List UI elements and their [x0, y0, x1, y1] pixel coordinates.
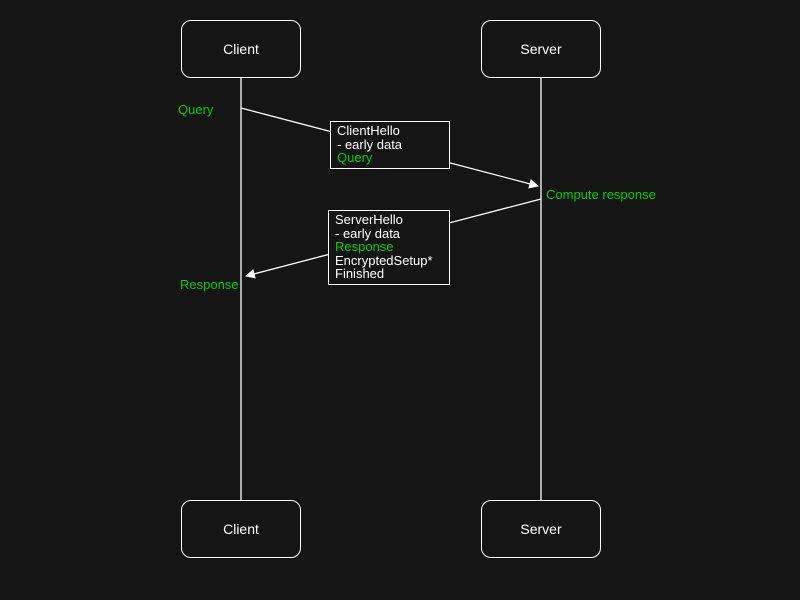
- message-line: ClientHello: [337, 123, 400, 138]
- label-compute-response: Compute response: [546, 187, 656, 202]
- actor-label: Server: [520, 521, 562, 537]
- message-line: - early data: [335, 225, 401, 241]
- actor-client-top: Client: [181, 20, 301, 78]
- actor-label: Client: [223, 41, 259, 57]
- actor-client-bottom: Client: [181, 500, 301, 558]
- actor-label: Server: [520, 41, 562, 57]
- actor-server-top: Server: [481, 20, 601, 78]
- label-query: Query: [178, 102, 214, 117]
- message-line: ServerHello: [335, 212, 403, 227]
- message-line: Query: [337, 150, 373, 165]
- message-server-hello: ServerHello - early data Response Encryp…: [328, 210, 450, 285]
- message-line: Finished: [335, 266, 385, 281]
- message-line: - early data: [337, 136, 403, 152]
- message-line: EncryptedSetup*: [335, 252, 433, 268]
- message-line: Response: [335, 239, 394, 254]
- label-response: Response: [180, 277, 239, 292]
- message-client-hello: ClientHello - early data Query: [330, 121, 450, 169]
- actor-server-bottom: Server: [481, 500, 601, 558]
- actor-label: Client: [223, 521, 259, 537]
